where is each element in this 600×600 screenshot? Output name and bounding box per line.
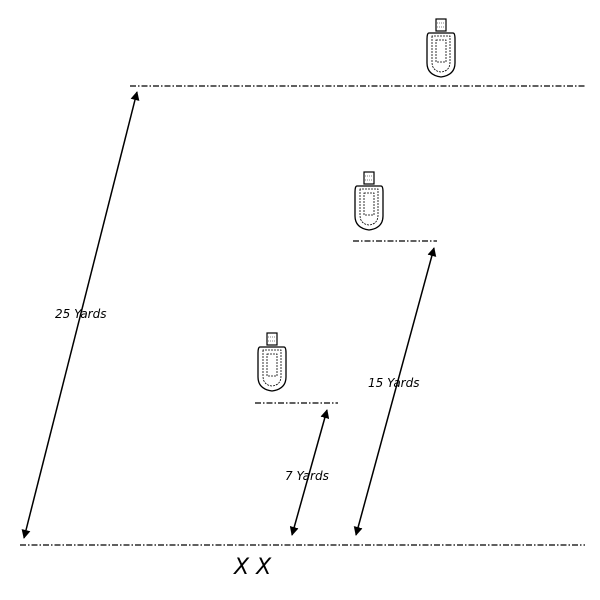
distance-label-25-yards: 25 Yards (55, 307, 106, 321)
silhouette-target-icon (354, 171, 384, 231)
silhouette-target-icon (426, 18, 456, 78)
target-25-yards (426, 18, 456, 78)
distance-arrow-25-yards (21, 91, 140, 539)
target-7-yards (257, 332, 287, 392)
silhouette-target-icon (257, 332, 287, 392)
distance-label-15-yards: 15 Yards (368, 376, 419, 390)
distance-label-7-yards: 7 Yards (285, 469, 329, 483)
distance-arrow-7-yards (289, 409, 330, 536)
distance-arrow-15-yards (353, 247, 437, 536)
target-15-yards (354, 171, 384, 231)
shooter-position-mark: X X (233, 555, 272, 580)
